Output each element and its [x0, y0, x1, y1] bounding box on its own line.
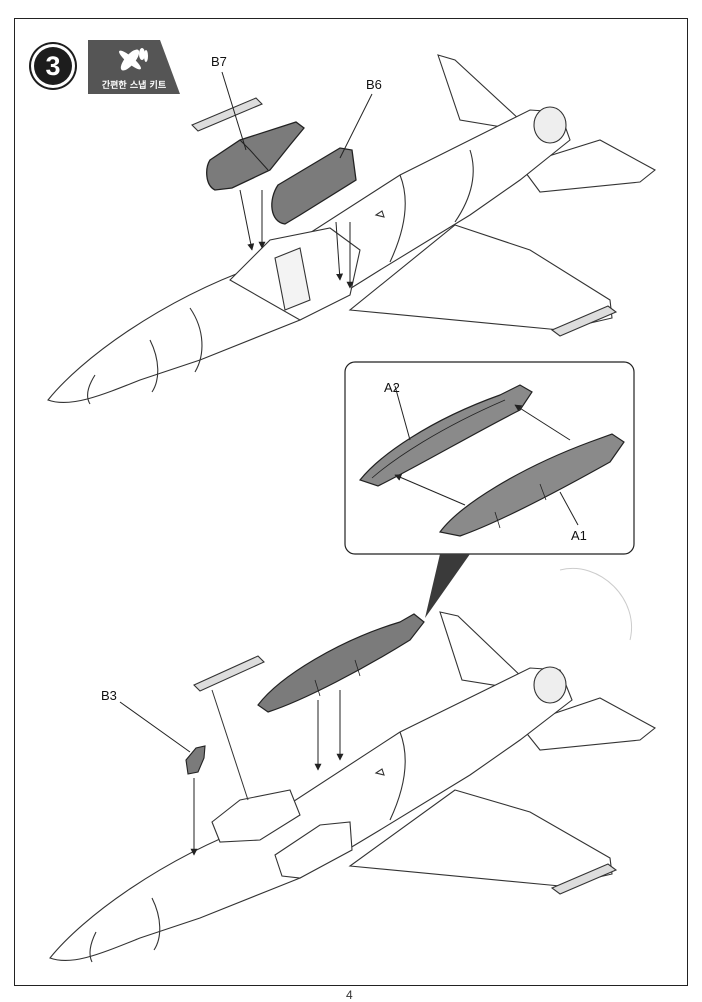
detail-inset	[344, 361, 635, 618]
page-number: 4	[346, 988, 353, 1002]
label-b3: B3	[101, 688, 117, 703]
step-number: 3	[34, 47, 72, 85]
assembled-tank	[257, 613, 425, 713]
snap-kit-label: 간편한 스냅 키트	[101, 81, 167, 91]
part-b3	[185, 745, 206, 775]
page-frame	[14, 18, 688, 986]
label-a1: A1	[571, 528, 587, 543]
top-aircraft	[47, 54, 656, 405]
snap-badge-shape	[88, 40, 180, 94]
label-b7: B7	[211, 54, 227, 69]
bottom-aircraft	[49, 611, 656, 963]
label-b6: B6	[366, 77, 382, 92]
snap-kit-badge: 간편한 스냅 키트	[88, 40, 180, 94]
label-a2: A2	[384, 380, 400, 395]
airplane-icon	[119, 48, 148, 71]
part-b6	[271, 147, 357, 225]
part-b7	[206, 121, 305, 191]
